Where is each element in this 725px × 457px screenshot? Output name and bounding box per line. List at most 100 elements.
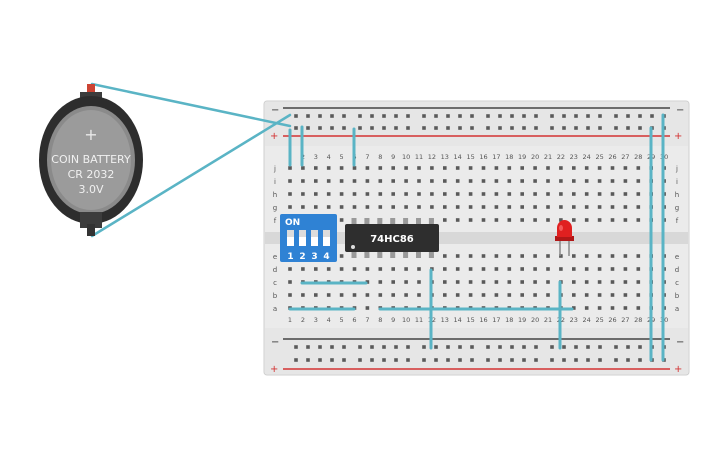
hole[interactable] — [584, 218, 589, 222]
hole[interactable] — [572, 267, 576, 271]
hole[interactable] — [533, 254, 537, 258]
hole[interactable] — [481, 280, 486, 284]
hole[interactable] — [378, 179, 383, 183]
rail-hole[interactable] — [406, 126, 410, 130]
hole[interactable] — [623, 218, 628, 222]
hole[interactable] — [326, 166, 331, 170]
hole[interactable] — [507, 218, 512, 222]
hole[interactable] — [572, 192, 576, 196]
rail-hole[interactable] — [574, 358, 578, 362]
rail-hole[interactable] — [498, 114, 502, 118]
rail-hole[interactable] — [394, 114, 398, 118]
hole[interactable] — [326, 192, 331, 196]
hole[interactable] — [443, 293, 447, 297]
rail-hole[interactable] — [406, 114, 410, 118]
hole[interactable] — [610, 218, 615, 222]
hole[interactable] — [339, 267, 344, 271]
battery-leads[interactable] — [90, 82, 292, 238]
hole[interactable] — [443, 267, 447, 271]
rail-hole[interactable] — [318, 358, 322, 362]
rail-hole[interactable] — [626, 345, 630, 349]
hole[interactable] — [455, 166, 460, 170]
rail-hole[interactable] — [422, 114, 426, 118]
hole[interactable] — [352, 192, 357, 196]
hole[interactable] — [584, 293, 589, 297]
hole[interactable] — [443, 179, 447, 183]
hole[interactable] — [314, 293, 318, 297]
hole[interactable] — [365, 179, 370, 183]
rail-hole[interactable] — [650, 114, 654, 118]
hole[interactable] — [417, 166, 421, 170]
hole[interactable] — [404, 192, 408, 196]
rail-hole[interactable] — [370, 114, 374, 118]
hole[interactable] — [597, 254, 602, 258]
hole[interactable] — [546, 218, 550, 222]
rail-hole[interactable] — [342, 114, 346, 118]
rail-hole[interactable] — [586, 345, 590, 349]
hole[interactable] — [365, 166, 370, 170]
rail-hole[interactable] — [486, 358, 490, 362]
rail-hole[interactable] — [382, 126, 386, 130]
rail-hole[interactable] — [626, 126, 630, 130]
rail-hole[interactable] — [598, 126, 602, 130]
rail-hole[interactable] — [294, 114, 298, 118]
dip-toggle-knob[interactable] — [287, 230, 294, 237]
rail-hole[interactable] — [638, 358, 642, 362]
hole[interactable] — [391, 267, 395, 271]
rail-hole[interactable] — [510, 345, 514, 349]
hole[interactable] — [443, 166, 447, 170]
rail-hole[interactable] — [638, 126, 642, 130]
hole[interactable] — [597, 192, 602, 196]
hole[interactable] — [288, 267, 292, 271]
dip-toggle-slot[interactable] — [287, 230, 294, 246]
hole[interactable] — [314, 166, 318, 170]
hole[interactable] — [378, 205, 383, 209]
hole[interactable] — [507, 205, 512, 209]
rail-hole[interactable] — [422, 345, 426, 349]
hole[interactable] — [546, 192, 550, 196]
rail-hole[interactable] — [434, 114, 438, 118]
hole[interactable] — [520, 218, 524, 222]
hole[interactable] — [288, 179, 292, 183]
hole[interactable] — [468, 254, 473, 258]
rail-hole[interactable] — [434, 126, 438, 130]
hole[interactable] — [455, 267, 460, 271]
hole[interactable] — [443, 280, 447, 284]
hole[interactable] — [314, 179, 318, 183]
rail-hole[interactable] — [486, 126, 490, 130]
hole[interactable] — [352, 267, 357, 271]
hole[interactable] — [520, 166, 524, 170]
hole[interactable] — [326, 267, 331, 271]
hole[interactable] — [455, 218, 460, 222]
hole[interactable] — [481, 179, 486, 183]
hole[interactable] — [572, 166, 576, 170]
hole[interactable] — [352, 205, 357, 209]
rail-hole[interactable] — [406, 345, 410, 349]
rail-hole[interactable] — [306, 345, 310, 349]
hole[interactable] — [288, 293, 292, 297]
hole[interactable] — [468, 192, 473, 196]
hole[interactable] — [391, 293, 395, 297]
hole[interactable] — [559, 218, 563, 222]
hole[interactable] — [507, 192, 512, 196]
battery-negative-lead[interactable] — [90, 113, 292, 238]
hole[interactable] — [572, 254, 576, 258]
hole[interactable] — [546, 205, 550, 209]
hole[interactable] — [481, 192, 486, 196]
hole[interactable] — [636, 254, 641, 258]
rail-hole[interactable] — [294, 126, 298, 130]
rail-hole[interactable] — [626, 358, 630, 362]
rail-hole[interactable] — [446, 126, 450, 130]
hole[interactable] — [520, 293, 524, 297]
rail-hole[interactable] — [614, 126, 618, 130]
hole[interactable] — [610, 267, 615, 271]
rail-hole[interactable] — [318, 126, 322, 130]
hole[interactable] — [610, 166, 615, 170]
hole[interactable] — [623, 306, 628, 310]
rail-hole[interactable] — [614, 345, 618, 349]
hole[interactable] — [455, 192, 460, 196]
hole[interactable] — [481, 254, 486, 258]
ic-74hc86[interactable]: 74HC86 — [345, 218, 439, 258]
rail-hole[interactable] — [370, 358, 374, 362]
